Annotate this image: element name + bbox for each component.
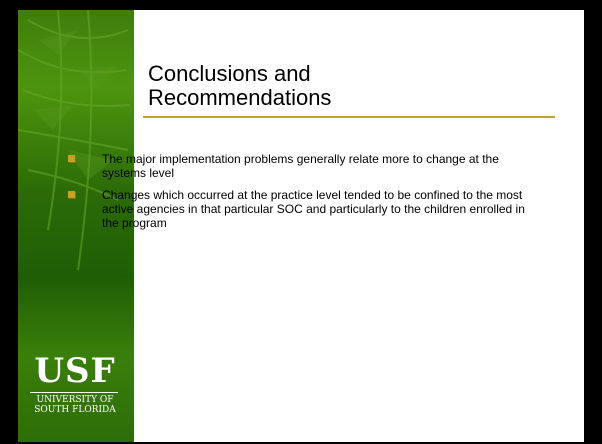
slide-title: Conclusions and Recommendations [148, 61, 332, 110]
logo-wordmark: USF [34, 351, 116, 391]
bullet-text: Changes which occurred at the practice l… [102, 188, 525, 230]
title-underline [143, 116, 555, 118]
usf-logo: USF UNIVERSITY OF SOUTH FLORIDA [28, 352, 122, 442]
palm-frond-decoration [18, 10, 131, 271]
bullet-text: The major implementation problems genera… [102, 152, 499, 180]
square-bullet-icon [68, 155, 75, 162]
logo-divider [30, 392, 118, 393]
bullet-item: The major implementation problems genera… [68, 152, 538, 180]
bullet-list: The major implementation problems genera… [68, 152, 538, 238]
logo-tagline: UNIVERSITY OF SOUTH FLORIDA [34, 395, 116, 415]
square-bullet-icon [68, 191, 75, 198]
slide: USF UNIVERSITY OF SOUTH FLORIDA Conclusi… [18, 10, 584, 442]
sidebar-panel: USF UNIVERSITY OF SOUTH FLORIDA [18, 10, 134, 442]
bullet-item: Changes which occurred at the practice l… [68, 188, 538, 230]
